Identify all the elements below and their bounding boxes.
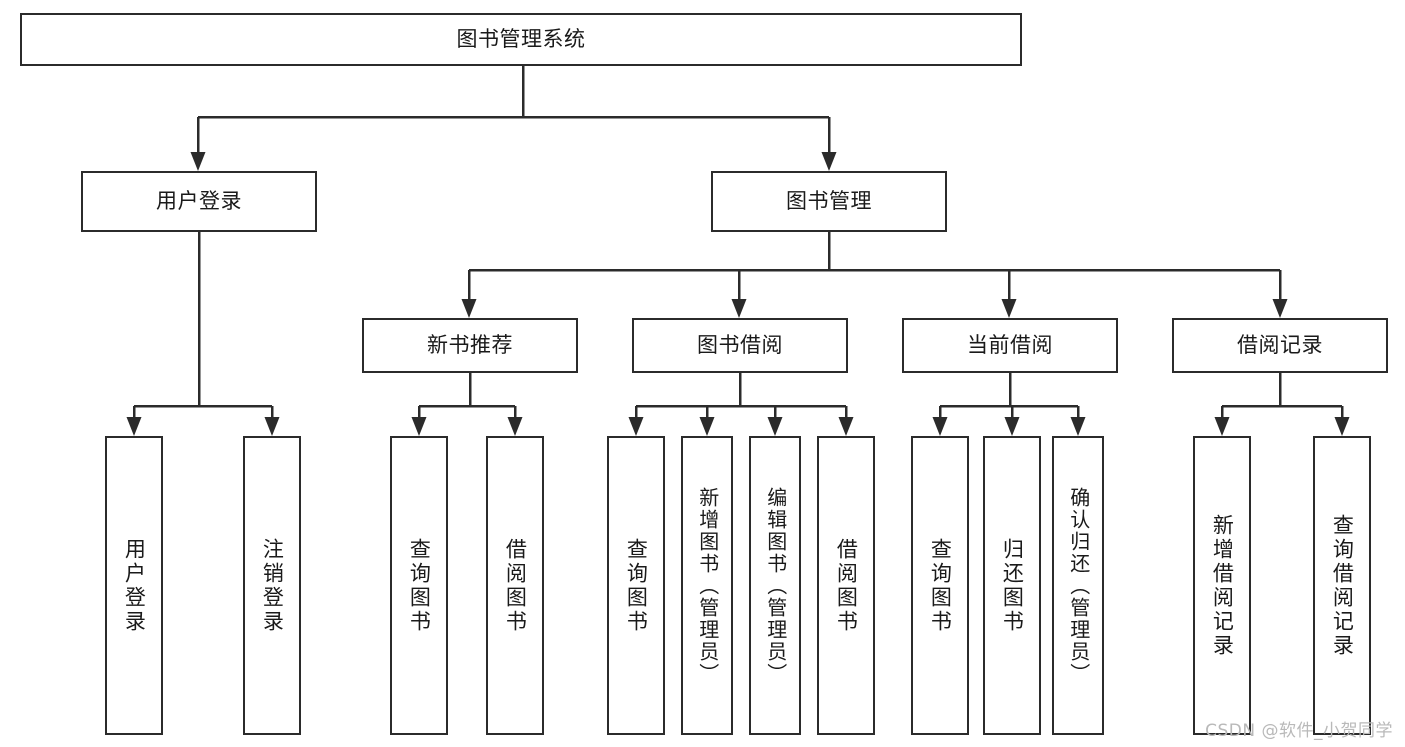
arrow-head-borrow-to-leaves-3: [838, 417, 854, 436]
node-leaf-borrow-book-1[interactable]: 借阅图书: [486, 436, 544, 735]
node-leaf-add-book-admin[interactable]: 新增图书（管理员）: [681, 436, 733, 735]
arrow-head-recommend-to-leaves-0: [411, 417, 427, 436]
node-borrow-record[interactable]: 借阅记录: [1172, 318, 1388, 373]
node-new-book-recommend[interactable]: 新书推荐: [362, 318, 578, 373]
arrow-head-bookmanage-to-level3-0: [461, 299, 477, 318]
node-label: 新书推荐: [427, 333, 513, 358]
arrow-head-borrow-to-leaves-0: [628, 417, 644, 436]
arrow-head-userlogin-to-leaves-0: [126, 417, 142, 436]
node-label: 用户登录: [156, 189, 242, 214]
node-label: 图书管理系统: [456, 27, 586, 52]
node-label: 查询图书: [624, 537, 649, 634]
node-book-manage[interactable]: 图书管理: [711, 171, 947, 232]
node-root[interactable]: 图书管理系统: [20, 13, 1022, 66]
node-label: 查询图书: [407, 537, 432, 634]
arrow-head-current-to-leaves-2: [1070, 417, 1086, 436]
arrow-head-borrow-to-leaves-1: [699, 417, 715, 436]
node-leaf-logout[interactable]: 注销登录: [243, 436, 301, 735]
node-label: 确认归还（管理员）: [1066, 486, 1091, 685]
node-leaf-user-login[interactable]: 用户登录: [105, 436, 163, 735]
node-user-login[interactable]: 用户登录: [81, 171, 317, 232]
node-leaf-borrow-book-2[interactable]: 借阅图书: [817, 436, 875, 735]
arrow-head-root-to-level2-0: [190, 152, 206, 171]
node-leaf-return-book[interactable]: 归还图书: [983, 436, 1041, 735]
arrow-head-record-to-leaves-0: [1214, 417, 1230, 436]
node-leaf-query-record[interactable]: 查询借阅记录: [1313, 436, 1371, 735]
arrow-head-recommend-to-leaves-1: [507, 417, 523, 436]
node-label: 借阅图书: [503, 537, 528, 634]
node-current-borrow[interactable]: 当前借阅: [902, 318, 1118, 373]
node-label: 当前借阅: [967, 333, 1053, 358]
node-label: 查询图书: [928, 537, 953, 634]
node-label: 新增图书（管理员）: [695, 486, 720, 685]
arrow-head-current-to-leaves-1: [1004, 417, 1020, 436]
arrow-head-current-to-leaves-0: [932, 417, 948, 436]
arrow-head-bookmanage-to-level3-1: [731, 299, 747, 318]
node-label: 用户登录: [122, 537, 147, 634]
csdn-watermark: CSDN @软件_小贺同学: [1205, 721, 1393, 741]
node-label: 图书借阅: [697, 333, 783, 358]
arrow-head-userlogin-to-leaves-1: [264, 417, 280, 436]
arrow-head-borrow-to-leaves-2: [767, 417, 783, 436]
node-label: 归还图书: [1000, 537, 1025, 634]
node-label: 编辑图书（管理员）: [763, 486, 788, 685]
node-label: 图书管理: [786, 189, 872, 214]
node-leaf-edit-book-admin[interactable]: 编辑图书（管理员）: [749, 436, 801, 735]
node-label: 借阅记录: [1237, 333, 1323, 358]
node-label: 新增借阅记录: [1210, 513, 1235, 658]
node-label: 查询借阅记录: [1330, 513, 1355, 658]
node-leaf-query-book-3[interactable]: 查询图书: [911, 436, 969, 735]
node-book-borrow[interactable]: 图书借阅: [632, 318, 848, 373]
arrow-head-bookmanage-to-level3-3: [1272, 299, 1288, 318]
node-label: 注销登录: [260, 537, 285, 634]
arrow-head-record-to-leaves-1: [1334, 417, 1350, 436]
arrow-head-root-to-level2-1: [821, 152, 837, 171]
node-leaf-add-record[interactable]: 新增借阅记录: [1193, 436, 1251, 735]
arrow-head-bookmanage-to-level3-2: [1001, 299, 1017, 318]
node-label: 借阅图书: [834, 537, 859, 634]
node-leaf-query-book-1[interactable]: 查询图书: [390, 436, 448, 735]
node-leaf-query-book-2[interactable]: 查询图书: [607, 436, 665, 735]
node-leaf-confirm-return-admin[interactable]: 确认归还（管理员）: [1052, 436, 1104, 735]
